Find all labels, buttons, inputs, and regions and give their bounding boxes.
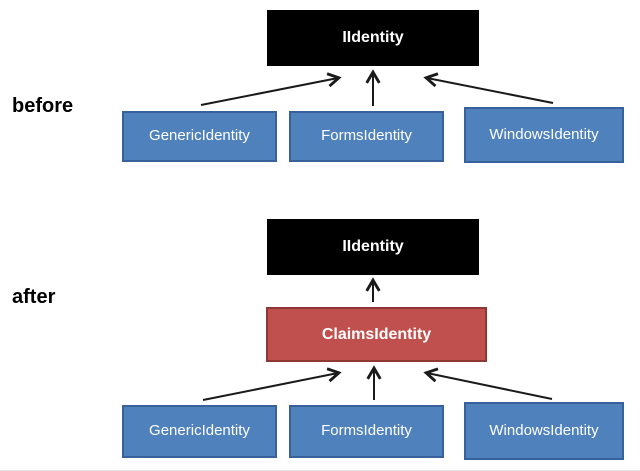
iidentity-box-after: IIdentity [267,219,479,275]
claimsidentity-box: ClaimsIdentity [266,307,487,362]
arrow-windows-to-claims-after [423,367,553,400]
windowsidentity-box-after: WindowsIdentity [464,402,624,460]
genericidentity-box-before: GenericIdentity [122,111,277,162]
arrow-generic-to-claims-after [202,367,342,401]
iidentity-box-before: IIdentity [267,10,479,66]
after-section-label: after [12,286,56,308]
windowsidentity-box-before: WindowsIdentity [464,107,624,163]
genericidentity-box-after: GenericIdentity [122,405,277,458]
arrow-generic-to-iidentity-before [200,72,342,106]
before-section-label: before [12,95,74,117]
formsidentity-box-before: FormsIdentity [289,111,444,162]
arrow-windows-to-iidentity-before [423,72,554,104]
formsidentity-box-after: FormsIdentity [289,405,444,458]
